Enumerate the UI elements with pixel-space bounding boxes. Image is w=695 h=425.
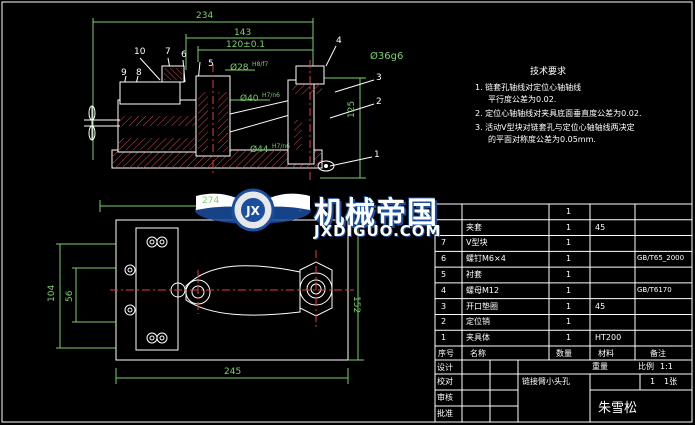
balloon-8: 8 [136,68,142,78]
bom-cell-name: 定位销 [466,317,490,327]
tech-req-line-2: 平行度公差为0.02. [488,95,557,104]
title-sheet-value: 1张 [664,377,678,386]
tech-requirements-title: 技术要求 [530,67,567,77]
logo-url[interactable]: JXDIGUO.COM [314,222,442,240]
bom-cell-name: 夹具体 [466,333,490,343]
dim-d44: Ø44 [250,145,269,155]
bom-cell-name: 衬套 [466,270,482,279]
title-drawing-name: 链接臂小头孔 [522,377,570,386]
bom-cell-no: 4 [441,285,447,295]
bom-cell-name: 螺钉M6×4 [466,254,506,264]
bom-cell-name: 螺母M12 [466,285,500,295]
bom-cell-name: 开口垫圈 [466,301,498,311]
logo-badge-text: JX [245,204,260,218]
bom-cell-qty: 1 [566,285,572,295]
bom-header-no: 序号 [438,349,454,358]
dim-143: 143 [234,28,252,38]
bom-cell-qty: 1 [566,206,572,216]
bom-cell-name: V型块 [466,238,488,248]
balloon-6: 6 [181,50,187,60]
bom-cell-no: 2 [441,317,447,327]
balloon-3: 3 [376,73,382,83]
balloon-5: 5 [208,59,214,69]
bom-cell-qty: 1 [566,238,572,248]
bom-header-qty: 数量 [556,349,572,358]
bom-cell-qty: 1 [566,333,572,343]
bom-cell-qty: 1 [566,254,572,264]
dim-d40-tolerance: H7/n6 [262,92,280,99]
jxdiguo-logo-emblem: JX [195,188,311,232]
balloon-2: 2 [376,97,382,107]
dim-d44-tolerance: H7/n6 [272,143,290,150]
dim-234: 234 [196,11,214,21]
bom-cell-no: 7 [441,238,447,248]
tech-req-line-3: 2. 定位心轴轴线对夹具底面垂直度公差为0.02. [475,109,642,118]
bom-header-material: 材料 [598,349,614,358]
bom-cell-qty: 1 [566,222,572,232]
title-approve-label: 批准 [437,409,453,418]
title-scale-value: 1:1 [660,362,673,371]
dim-d28-tolerance: H8/f7 [252,61,269,68]
title-check-label: 校对 [437,377,453,386]
dim-d28: Ø28 [230,63,249,73]
bom-header-name: 名称 [470,349,486,358]
balloon-10: 10 [134,47,146,57]
front-section-view [84,18,375,212]
bom-cell-qty: 1 [566,317,572,327]
dim-245: 245 [224,367,242,377]
dim-274: 274 [202,196,220,206]
bom-cell-no: 6 [441,254,447,264]
dim-125: 125 [347,100,357,118]
bom-cell-material: 45 [595,301,606,311]
title-review-label: 审核 [437,393,453,402]
bom-cell-material: HT200 [595,333,622,343]
dim-104: 104 [47,284,57,302]
title-weight-label: 重量 [592,362,608,371]
tech-req-line-5: 的平面对称度公差为0.05mm. [488,135,596,144]
bom-header-note: 备注 [650,349,666,358]
dim-d40: Ø40 [240,94,259,104]
title-sheet-mark: 1 [650,377,656,386]
top-plan-view [56,219,364,384]
bom-cell-no: 1 [441,333,447,343]
title-scale-label: 比例 [638,362,654,371]
logo-name: 机械帝国 [314,196,438,231]
dim-56: 56 [65,290,75,302]
bom-cell-material: 45 [595,222,606,232]
title-design-label: 设计 [437,363,453,372]
bom-cell-qty: 1 [566,301,572,311]
bom-cell-note: GB/T6170 [637,285,672,294]
bom-cell-note: GB/T65_2000 [637,254,685,263]
balloon-9: 9 [121,68,127,78]
dim-152: 152 [351,296,361,314]
balloon-1: 1 [374,150,380,160]
bom-cell-no: 5 [441,270,447,279]
title-author: 朱雪松 [598,401,638,416]
dim-d36: Ø36g6 [370,51,404,62]
dim-120: 120±0.1 [226,40,266,50]
tech-req-line-4: 3. 活动V型块对链套孔与定位心轴轴线两决定 [475,123,635,132]
balloon-4: 4 [336,36,342,46]
bom-cell-name: 夹套 [466,222,482,232]
title-block [434,359,693,423]
tech-req-line-1: 1. 链套孔轴线对定位心轴轴线 [475,83,582,92]
bom-cell-qty: 1 [566,270,572,279]
balloon-7: 7 [165,47,171,57]
bom-cell-no: 3 [441,301,447,311]
